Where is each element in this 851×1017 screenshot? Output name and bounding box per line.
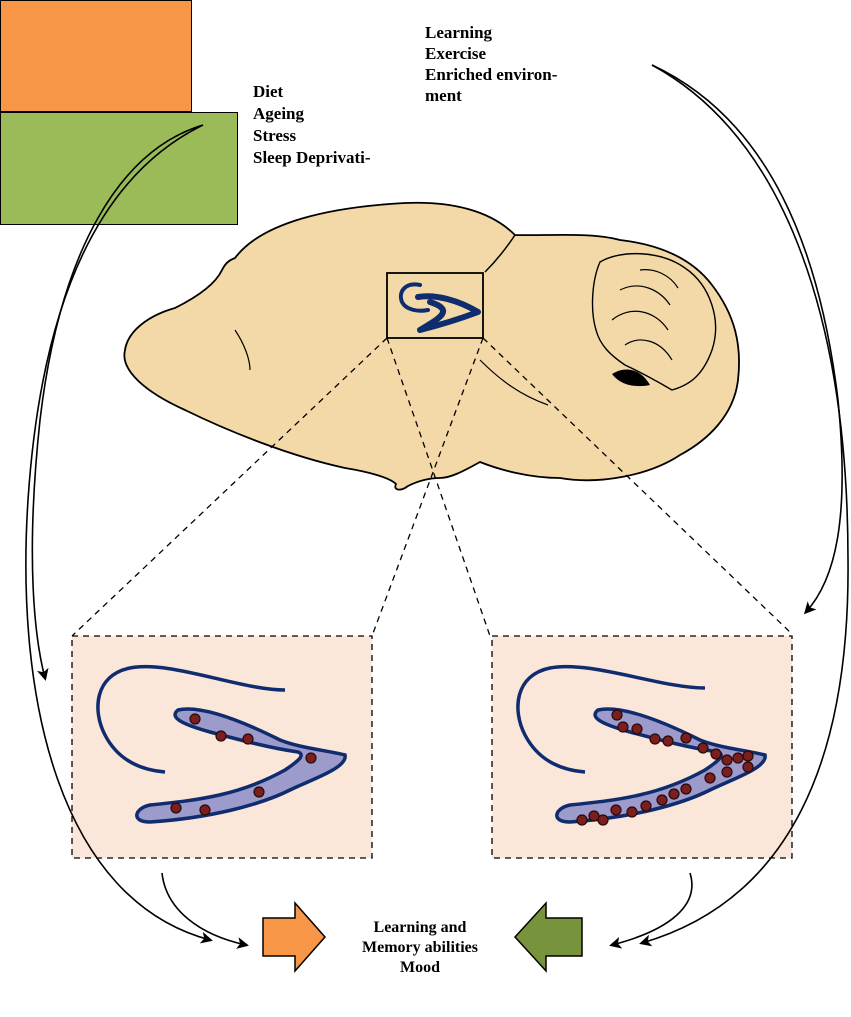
neuron-dot-icon bbox=[611, 805, 621, 815]
outcome-line-2: Memory abilities bbox=[330, 938, 510, 958]
arrow-left-panel-to-outcome bbox=[162, 873, 246, 945]
neuron-dot-icon bbox=[306, 753, 316, 763]
outcome-label: Learning and Memory abilities Mood bbox=[330, 918, 510, 978]
factor-ageing: Ageing bbox=[253, 103, 421, 125]
brain-icon bbox=[124, 203, 739, 490]
factor-sleep-deprivation: Sleep Deprivati- bbox=[253, 147, 421, 169]
neuron-dot-icon bbox=[650, 734, 660, 744]
neuron-dot-icon bbox=[733, 753, 743, 763]
neuron-dot-icon bbox=[618, 722, 628, 732]
right-dentate-panel bbox=[492, 636, 792, 858]
neuron-dot-icon bbox=[722, 755, 732, 765]
green-left-arrow-icon bbox=[515, 903, 582, 971]
neuron-dot-icon bbox=[190, 714, 200, 724]
neuron-dot-icon bbox=[705, 773, 715, 783]
neuron-dot-icon bbox=[743, 751, 753, 761]
factor-enriched-environment-cont: ment bbox=[425, 85, 625, 106]
neuron-dot-icon bbox=[589, 811, 599, 821]
neuron-dot-icon bbox=[722, 767, 732, 777]
brain-outline bbox=[124, 203, 739, 490]
neuron-dot-icon bbox=[627, 807, 637, 817]
outcome-line-1: Learning and bbox=[330, 918, 510, 938]
neuron-dot-icon bbox=[669, 789, 679, 799]
neuron-dot-icon bbox=[698, 743, 708, 753]
neuron-dot-icon bbox=[657, 795, 667, 805]
neuron-dot-icon bbox=[243, 734, 253, 744]
neuron-dot-icon bbox=[743, 762, 753, 772]
positive-factors-list: Learning Exercise Enriched environ- ment bbox=[425, 22, 625, 120]
factor-diet: Diet bbox=[253, 81, 421, 103]
factor-learning: Learning bbox=[425, 22, 625, 43]
neuron-dot-icon bbox=[216, 731, 226, 741]
factor-exercise: Exercise bbox=[425, 43, 625, 64]
neuron-dot-icon bbox=[641, 801, 651, 811]
neuron-dot-icon bbox=[171, 803, 181, 813]
neuron-dot-icon bbox=[612, 710, 622, 720]
factor-stress: Stress bbox=[253, 125, 421, 147]
neuron-dot-icon bbox=[254, 787, 264, 797]
neuron-dot-icon bbox=[681, 733, 691, 743]
left-dentate-panel bbox=[72, 636, 372, 858]
arrow-right-panel-to-outcome bbox=[612, 873, 692, 945]
neuron-dot-icon bbox=[711, 749, 721, 759]
orange-right-arrow-icon bbox=[263, 903, 325, 971]
neuron-dot-icon bbox=[577, 815, 587, 825]
neuron-dot-icon bbox=[663, 736, 673, 746]
neuron-dot-icon bbox=[681, 784, 691, 794]
neuron-dot-icon bbox=[200, 805, 210, 815]
factor-enriched-environment: Enriched environ- bbox=[425, 64, 625, 85]
negative-factors-list: Diet Ageing Stress Sleep Deprivati- bbox=[253, 81, 421, 177]
outcome-line-3: Mood bbox=[330, 958, 510, 978]
neuron-dot-icon bbox=[632, 724, 642, 734]
